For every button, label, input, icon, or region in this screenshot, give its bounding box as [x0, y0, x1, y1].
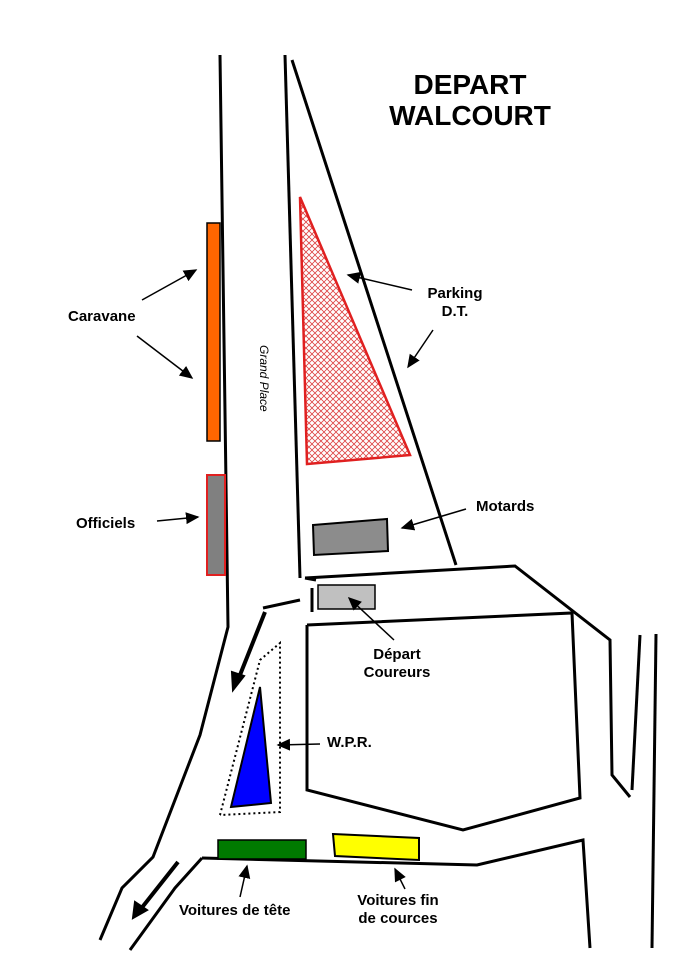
motards-label: Motards [476, 498, 535, 515]
parking-zone [298, 196, 412, 466]
wpr-zone [229, 686, 273, 809]
map-title: DEPART WALCOURT [380, 69, 560, 132]
title-line1: DEPART [413, 69, 527, 100]
caravane-zone [206, 222, 221, 442]
caravane-label: Caravane [68, 308, 136, 325]
voitures-tete-zone [217, 839, 307, 860]
depart-coureurs-zone [317, 584, 376, 610]
road-bottom-left-inner [128, 856, 204, 951]
voitures-fin-line1: Voitures fin [357, 892, 439, 909]
road-lines [98, 54, 658, 951]
traffic-direction-arrows [131, 611, 267, 920]
depart-coureurs-label: Départ Coureurs [352, 646, 442, 682]
voitures-fin-label: Voitures fin de cources [343, 892, 453, 928]
motards-zone [311, 517, 390, 557]
officiels-label: Officiels [76, 515, 136, 532]
road-block [305, 611, 582, 832]
wpr-label: W.P.R. [327, 734, 372, 751]
depart-coureurs-line1: Départ [373, 646, 421, 663]
parking-diagonal-edge [290, 59, 458, 566]
parking-label-line2: D.T. [441, 303, 469, 320]
road-name-label: Grand Place [257, 345, 271, 412]
road-right-inner [630, 634, 642, 791]
road-left-edge [98, 54, 230, 941]
parking-label: Parking D.T. [415, 285, 495, 321]
road-top-edge [304, 564, 632, 798]
voitures-tete-label: Voitures de tête [179, 902, 291, 919]
voitures-fin-line2: de cources [358, 910, 438, 927]
grand-place-right-edge [283, 54, 302, 579]
road-far-right [650, 633, 658, 949]
road-bottom-edge [201, 838, 592, 949]
pointer-arrows [136, 269, 467, 898]
wpr-dotted-outline [219, 640, 281, 816]
title-line2: WALCOURT [389, 99, 551, 131]
officiels-zone [206, 474, 226, 576]
voitures-fin-zone [331, 832, 420, 862]
depart-coureurs-line2: Coureurs [363, 664, 431, 681]
parking-label-line1: Parking [427, 285, 483, 302]
